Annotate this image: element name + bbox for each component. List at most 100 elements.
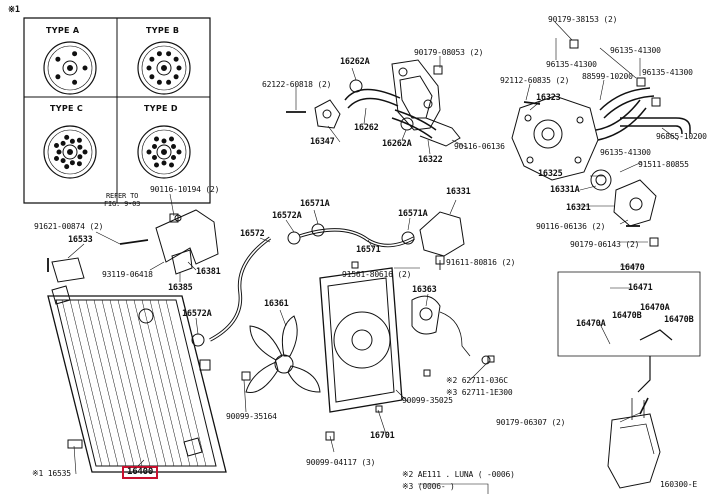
- label-16571A-b: 16571A: [398, 209, 428, 219]
- label-16381: 16381: [196, 267, 221, 277]
- label-16385: 16385: [168, 283, 193, 293]
- label-16325: 16325: [538, 169, 563, 179]
- fan-type-c-hole: [83, 150, 87, 154]
- fan-type-b-hole: [177, 66, 181, 70]
- fan-type-b-hole: [147, 66, 151, 70]
- label-90116-10194: 90116-10194 (2): [150, 185, 220, 194]
- fan-type-d-hole: [170, 137, 174, 141]
- label-16572A: 16572A: [272, 211, 302, 221]
- label-16470A-2: 16470A: [576, 319, 606, 329]
- fan-type-b-hole: [167, 80, 171, 84]
- label-16470B: 16470B: [612, 311, 642, 321]
- label-90116-06136: 90116-06136: [454, 142, 505, 151]
- fan-type-b-hole: [157, 52, 161, 56]
- hoses: [192, 212, 464, 346]
- label-96135-41300-a: 96135-41300: [610, 46, 661, 55]
- label-16535: ※1 16535: [32, 469, 71, 478]
- fan-type-c-hole: [77, 162, 81, 166]
- fan-type-d-hole: [155, 137, 159, 141]
- label-16347: 16347: [310, 137, 335, 147]
- reservoir-tank: [608, 398, 660, 488]
- fan-type-a-hole: [73, 52, 77, 56]
- label-16470: 16470: [620, 263, 645, 273]
- label-90099-35164: 90099-35164: [226, 412, 277, 421]
- fan-type-c-hole: [65, 165, 69, 169]
- label-96135-41300-b: 96135-41300: [546, 60, 597, 69]
- fan-type-b-hole: [150, 57, 154, 61]
- water-pump-assembly: [512, 40, 690, 226]
- fan-type-d-hole: [147, 150, 151, 154]
- label-62711-036: ※2 62711-036C: [446, 376, 508, 385]
- type-panel: [24, 18, 210, 203]
- label-90099-35025: 90099-35025: [402, 396, 453, 405]
- label-90179-38153: 90179-38153 (2): [548, 15, 618, 24]
- label-16471: 16471: [628, 283, 653, 293]
- label-62711-1E: ※3 62711-1E300: [446, 388, 513, 397]
- type-b-title: TYPE B: [146, 26, 180, 35]
- fan-type-b-hole: [167, 52, 171, 56]
- diagram-id: 160300-E: [660, 480, 697, 489]
- label-90179-06307: 90179-06307 (2): [496, 418, 566, 427]
- fan-type-c: [44, 126, 96, 178]
- fan-type-c-hole: [78, 145, 82, 149]
- label-16533: 16533: [68, 235, 93, 245]
- label-16571: 16571: [356, 245, 381, 255]
- note-2: ※2 AE111 . LUNA ( -0006): [402, 470, 515, 479]
- fan-type-d: [138, 126, 190, 178]
- label-90116-06136-b: 90116-06136 (2): [536, 222, 606, 231]
- label-16322: 16322: [418, 155, 443, 165]
- type-c-title: TYPE C: [50, 104, 84, 113]
- fan-type-a-hole: [83, 66, 87, 70]
- label-90179-08053: 90179-08053 (2): [414, 48, 484, 57]
- label-96135-41300-c: 96135-41300: [642, 68, 693, 77]
- fan-type-d-hole: [172, 145, 176, 149]
- hose-set-box: [558, 272, 700, 392]
- label-88599-10200: 88599-10200: [582, 72, 633, 81]
- leader-lines: [68, 22, 678, 474]
- fan-type-d-hole: [177, 150, 181, 154]
- label-16572A-b: 16572A: [182, 309, 212, 319]
- fan-type-d-hole: [172, 156, 176, 160]
- bottom-notes-frame: [418, 484, 488, 494]
- label-16323: 16323: [536, 93, 561, 103]
- label-16361: 16361: [264, 299, 289, 309]
- label-16400-highlighted[interactable]: 16400: [122, 466, 159, 479]
- label-16470B-2: 16470B: [664, 315, 694, 325]
- fan-type-a-hole: [56, 57, 60, 61]
- fan-type-c-hole: [61, 141, 65, 145]
- fan-type-d-hole: [170, 163, 174, 167]
- fan-type-b-hole: [150, 75, 154, 79]
- fan-type-d-hole: [162, 139, 166, 143]
- figure-ref: ※1: [8, 5, 20, 15]
- fan-type-c-hole: [70, 139, 74, 143]
- fan-type-c-hole: [57, 150, 61, 154]
- fasteners: [48, 66, 658, 448]
- fan-type-b-hole: [174, 75, 178, 79]
- fan-type-a-hole: [73, 80, 77, 84]
- label-62122-60818: 62122-60818 (2): [262, 80, 332, 89]
- fan-type-d-hole: [155, 163, 159, 167]
- fan-type-d-hole: [153, 145, 157, 149]
- fan-type-b-hole: [174, 57, 178, 61]
- label-91621-00874: 91621-00874 (2): [34, 222, 104, 231]
- fan-type-c-hole: [55, 157, 59, 161]
- fan-shroud: [320, 268, 490, 412]
- fan-type-a-hole: [56, 75, 60, 79]
- fan-type-c-hole: [61, 159, 65, 163]
- label-91561-80616: 91561-80616 (2): [342, 270, 412, 279]
- label-16262A-bottom: 16262A: [382, 139, 412, 149]
- fan-type-a: [44, 42, 96, 94]
- label-92112-60835: 92112-60835 (2): [500, 76, 570, 85]
- label-16262A-top: 16262A: [340, 57, 370, 67]
- label-90179-06143: 90179-06143 (2): [570, 240, 640, 249]
- label-16331: 16331: [446, 187, 471, 197]
- fan-type-c-hole: [77, 138, 81, 142]
- label-16571A-a: 16571A: [300, 199, 330, 209]
- label-16321: 16321: [566, 203, 591, 213]
- type-a-title: TYPE A: [46, 26, 80, 35]
- fan-type-c-hole: [78, 155, 82, 159]
- label-91511-80855: 91511-80855: [638, 160, 689, 169]
- fan-type-d-hole: [153, 156, 157, 160]
